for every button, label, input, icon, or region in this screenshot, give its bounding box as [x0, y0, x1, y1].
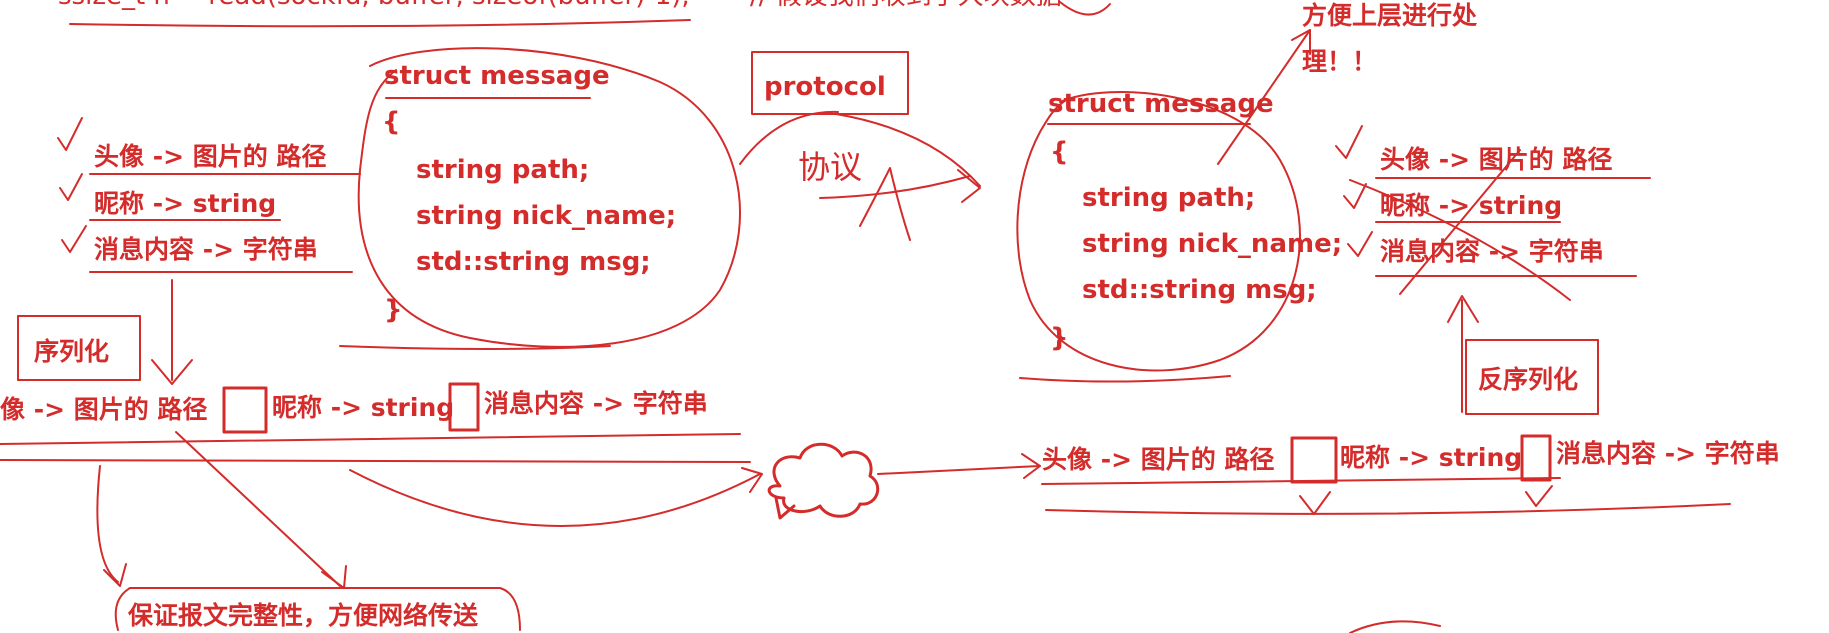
right-struct-open: { [1050, 137, 1069, 167]
left-struct-tail [339, 345, 611, 350]
network-cloud-icon [767, 442, 880, 518]
left-struct-member-path: string path; [416, 155, 589, 185]
strike-right-2 [1349, 179, 1571, 301]
check-mark-2 [59, 173, 83, 201]
arrow-diagonal-head [321, 565, 347, 589]
protocol-box [751, 51, 909, 115]
right-struct-tail [1019, 375, 1231, 383]
separator-box-2 [448, 382, 480, 432]
check-mark-1 [57, 117, 83, 151]
note-bottom-group: 保证报文完整性，方便网络传送 [96, 431, 1441, 633]
received-separator-box-1 [1290, 436, 1338, 484]
right-check-3 [1347, 231, 1373, 257]
right-check-1 [1335, 125, 1363, 159]
arrow-down-left [96, 465, 119, 583]
left-struct-circle [357, 47, 741, 348]
left-struct-member-msg: std::string msg; [416, 247, 651, 277]
right-struct-member-msg: std::string msg; [1082, 275, 1317, 305]
left-field-message: 消息内容 -> 字符串 [94, 235, 318, 264]
cloud-tail [774, 496, 796, 520]
serialized-row: 像 -> 图片的 路径 昵称 -> string 消息内容 -> 字符串 [0, 382, 751, 463]
left-struct: struct message { string path; string nic… [339, 47, 741, 350]
right-check-2 [1343, 183, 1367, 209]
left-field-nickname: 昵称 -> string [94, 189, 276, 218]
arrow-down-left-head [103, 563, 127, 587]
protocol-arrow-1 [819, 175, 971, 199]
arrow-cloud-to-right-head [1021, 453, 1041, 479]
scribble-bottom-right [1349, 620, 1441, 633]
note-arrow-line [1217, 29, 1311, 165]
right-struct-member-nick: string nick_name; [1082, 229, 1342, 259]
arrow-diagonal [175, 431, 341, 587]
received-seg1: 头像 -> 图片的 路径 [1042, 445, 1274, 474]
right-struct-member-path: string path; [1082, 183, 1255, 213]
note-top-right: 方便上层进行处 理！！ [1217, 1, 1477, 165]
right-struct-head: struct message [1048, 89, 1274, 119]
deserialize-box [1465, 339, 1599, 415]
right-field-avatar: 头像 -> 图片的 路径 [1380, 145, 1612, 174]
protocol-arc-left [739, 110, 839, 165]
deserialize-label: 反序列化 [1478, 365, 1578, 394]
left-struct-member-nick: string nick_name; [416, 201, 676, 231]
network-cloud-group [349, 442, 1041, 527]
serialize-group: 序列化 [17, 279, 193, 385]
scribble-top [1059, 1, 1111, 16]
right-field-nickname: 昵称 -> string [1380, 191, 1562, 220]
serialized-underline [0, 433, 741, 445]
top-code-line: ssize_t n = read(sockfd, buffer, sizeof(… [58, 0, 690, 11]
received-underline [1041, 477, 1561, 485]
arrow-left-to-cloud [349, 469, 761, 527]
deserialize-arrow [1447, 295, 1479, 413]
left-struct-open: { [382, 107, 401, 137]
protocol-scribble [859, 167, 911, 241]
right-struct: struct message { string path; string nic… [1016, 89, 1342, 383]
received-check-2 [1525, 485, 1553, 507]
left-struct-close: } [384, 295, 403, 325]
right-struct-circle [1016, 90, 1301, 372]
received-baseline [1045, 503, 1731, 515]
deserialize-group: 反序列化 [1447, 295, 1599, 415]
right-field-message: 消息内容 -> 字符串 [1380, 237, 1604, 266]
left-field-list: 头像 -> 图片的 路径 昵称 -> string 消息内容 -> 字符串 [57, 117, 361, 273]
note-bottom-bracket [114, 587, 521, 631]
serialized-seg1: 像 -> 图片的 路径 [0, 395, 207, 424]
serialized-seg3: 消息内容 -> 字符串 [484, 389, 708, 418]
underline-top [69, 19, 691, 28]
left-struct-head: struct message [384, 61, 610, 91]
strike-right-1 [1399, 149, 1521, 295]
received-check-1 [1299, 491, 1331, 515]
serialize-box [17, 315, 141, 381]
serialized-baseline [0, 459, 751, 463]
received-seg2: 昵称 -> string [1340, 443, 1522, 472]
check-mark-3 [61, 225, 87, 253]
received-separator-box-2 [1520, 434, 1552, 482]
serialize-down-head [151, 359, 193, 385]
left-field-avatar: 头像 -> 图片的 路径 [94, 142, 326, 171]
note-bottom-text: 保证报文完整性，方便网络传送 [127, 601, 478, 630]
right-field-list: 头像 -> 图片的 路径 昵称 -> string 消息内容 -> 字符串 [1335, 125, 1651, 301]
serialize-label: 序列化 [34, 337, 109, 366]
note-top-right-line1: 方便上层进行处 [1302, 1, 1477, 30]
protocol-arc-right [835, 113, 981, 187]
arrow-left-to-cloud-head [741, 467, 763, 493]
arrow-cloud-to-right [877, 465, 1041, 475]
separator-box-1 [222, 386, 268, 434]
note-arrow-head [1291, 29, 1311, 55]
protocol-label: protocol [764, 72, 886, 102]
protocol-group: protocol 协议 [739, 51, 981, 241]
note-top-right-line2: 理！！ [1302, 47, 1377, 76]
serialized-seg2: 昵称 -> string [272, 393, 454, 422]
top-code-comment: // 假设我们收到了大块数据 [750, 0, 1062, 11]
protocol-arrow-2 [957, 169, 981, 203]
protocol-chinese: 协议 [798, 148, 862, 186]
received-seg3: 消息内容 -> 字符串 [1556, 439, 1780, 468]
received-row: 头像 -> 图片的 路径 昵称 -> string 消息内容 -> 字符串 [1041, 434, 1780, 515]
